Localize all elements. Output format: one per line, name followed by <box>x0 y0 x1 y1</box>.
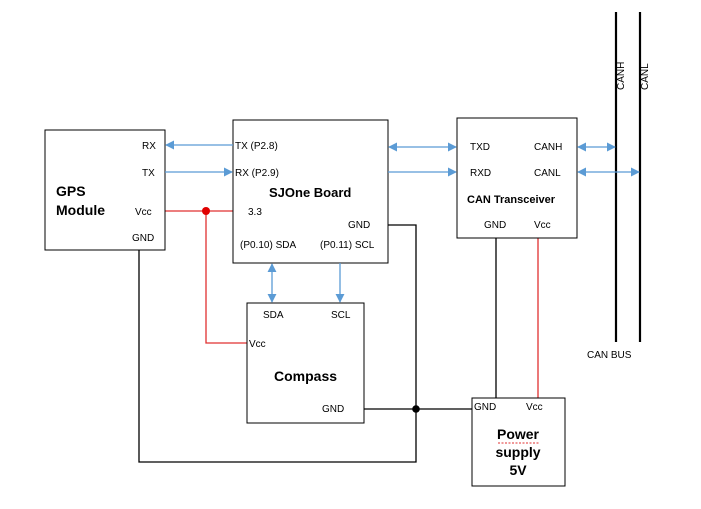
gps-ground-wire <box>138 224 417 463</box>
can-canl-label: CANL <box>534 168 561 179</box>
power-supply-box <box>471 397 566 487</box>
gps-module-box <box>44 129 166 251</box>
gps-gnd-label: GND <box>132 233 154 244</box>
power-junction <box>202 207 210 215</box>
bus-canh-label: CANH <box>616 62 627 90</box>
compass-sda-label: SDA <box>263 310 284 321</box>
sjone-gnd-label: GND <box>348 220 370 231</box>
sjone-33-label: 3.3 <box>248 207 262 218</box>
compass-title: Compass <box>274 368 337 384</box>
power-gnd-label: GND <box>474 402 496 413</box>
signal-wires <box>165 140 640 303</box>
can-rxd-label: RXD <box>470 168 491 179</box>
compass-vcc-label: Vcc <box>249 339 266 350</box>
power-title-line3: 5V <box>509 462 527 478</box>
can-gnd-label: GND <box>484 220 506 231</box>
compass-vcc-wire <box>205 211 247 344</box>
compass-gnd-label: GND <box>322 404 344 415</box>
can-title: CAN Transceiver <box>467 194 556 206</box>
sjone-sda-label: (P0.10) SDA <box>240 240 296 251</box>
gps-vcc-label: Vcc <box>135 207 152 218</box>
power-wires <box>165 210 539 398</box>
can-transceiver-box <box>456 117 578 239</box>
sjone-board-box <box>232 119 389 264</box>
ground-junction <box>412 405 420 413</box>
bus-canl-label: CANL <box>640 63 651 90</box>
power-vcc-label: Vcc <box>526 402 543 413</box>
sjone-scl-label: (P0.11) SCL <box>320 240 375 251</box>
sjone-rx-label: RX (P2.9) <box>235 168 279 179</box>
power-title-line2: supply <box>495 444 540 460</box>
compass-box <box>246 302 365 424</box>
can-txd-label: TXD <box>470 142 490 153</box>
power-title-line1: Power <box>497 426 540 442</box>
can-canh-label: CANH <box>534 142 562 153</box>
gps-title-line1: GPS <box>56 183 86 199</box>
gps-tx-label: TX <box>142 168 155 179</box>
gps-rx-label: RX <box>142 141 156 152</box>
can-bus-label: CAN BUS <box>587 350 632 361</box>
sjone-tx-label: TX (P2.8) <box>235 141 278 152</box>
gps-title-line2: Module <box>56 202 105 218</box>
compass-scl-label: SCL <box>331 310 351 321</box>
can-vcc-label: Vcc <box>534 220 551 231</box>
sjone-title: SJOne Board <box>269 185 351 200</box>
